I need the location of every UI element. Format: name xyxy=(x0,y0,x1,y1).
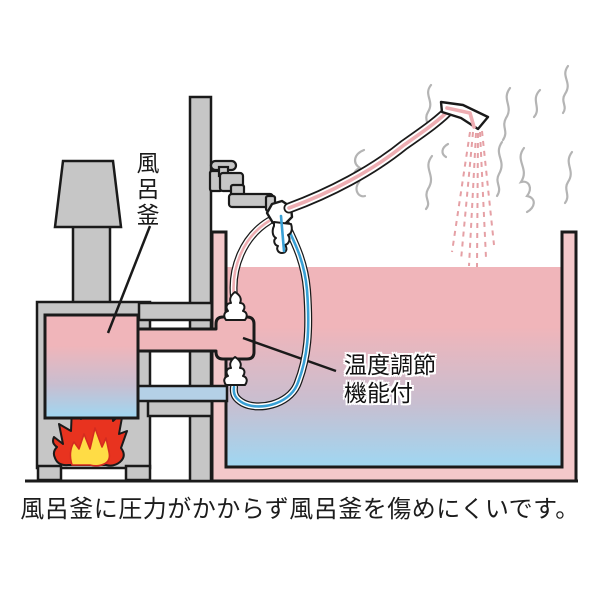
steam-wisp xyxy=(495,140,504,198)
furnace-foot-left xyxy=(36,464,63,482)
steam-wisp xyxy=(561,64,570,115)
shower-arm xyxy=(283,102,457,214)
spray-line xyxy=(476,132,479,268)
hot-water-pipe-and-unit xyxy=(136,315,256,361)
flame-inner xyxy=(69,427,111,467)
spray-line xyxy=(468,132,477,267)
spray-line xyxy=(460,131,474,261)
caption-text: 風呂釜に圧力がかからず風呂釜を傷めにくいです。 xyxy=(20,496,580,523)
junction-sleeve-core xyxy=(279,214,286,253)
flow-arrow-up-bottom xyxy=(223,356,248,386)
faucet xyxy=(208,159,277,213)
chimney-stack xyxy=(71,223,112,307)
hot-hose xyxy=(229,217,273,301)
steam-wisp xyxy=(441,142,450,159)
bath-water xyxy=(226,267,562,467)
spray-line xyxy=(451,131,471,253)
furnace-foot-right xyxy=(124,464,152,482)
steam-wisp xyxy=(424,154,434,211)
shower-arm-core xyxy=(287,106,453,210)
water-spray xyxy=(451,130,495,268)
steam xyxy=(352,64,574,214)
spray-line xyxy=(479,131,487,259)
cold-hose xyxy=(229,209,313,411)
steam-wisp xyxy=(518,146,535,214)
chimney-cap xyxy=(53,159,123,229)
cold-water-pipe xyxy=(136,384,229,403)
steam-wisp xyxy=(501,86,512,142)
temp-control-label: 温度調節 機能付 xyxy=(344,352,436,406)
flow-arrow-up-top xyxy=(223,291,248,321)
unit-callout-line xyxy=(242,336,337,373)
bathroom-wall xyxy=(188,95,213,483)
steam-wisp xyxy=(563,150,574,205)
shower-head-core xyxy=(445,106,476,129)
cold-hose-core xyxy=(232,211,310,408)
pipe-casing-upper xyxy=(137,301,215,322)
boiler-label: 風呂釜 xyxy=(133,151,159,229)
bathtub xyxy=(210,230,578,483)
steam-wisp xyxy=(532,88,542,119)
boiler-callout-line xyxy=(106,225,152,334)
heater-tank xyxy=(43,313,140,420)
spray-line xyxy=(481,130,495,246)
hot-hose-core xyxy=(232,219,271,299)
pipe-casing-lower xyxy=(146,399,215,418)
